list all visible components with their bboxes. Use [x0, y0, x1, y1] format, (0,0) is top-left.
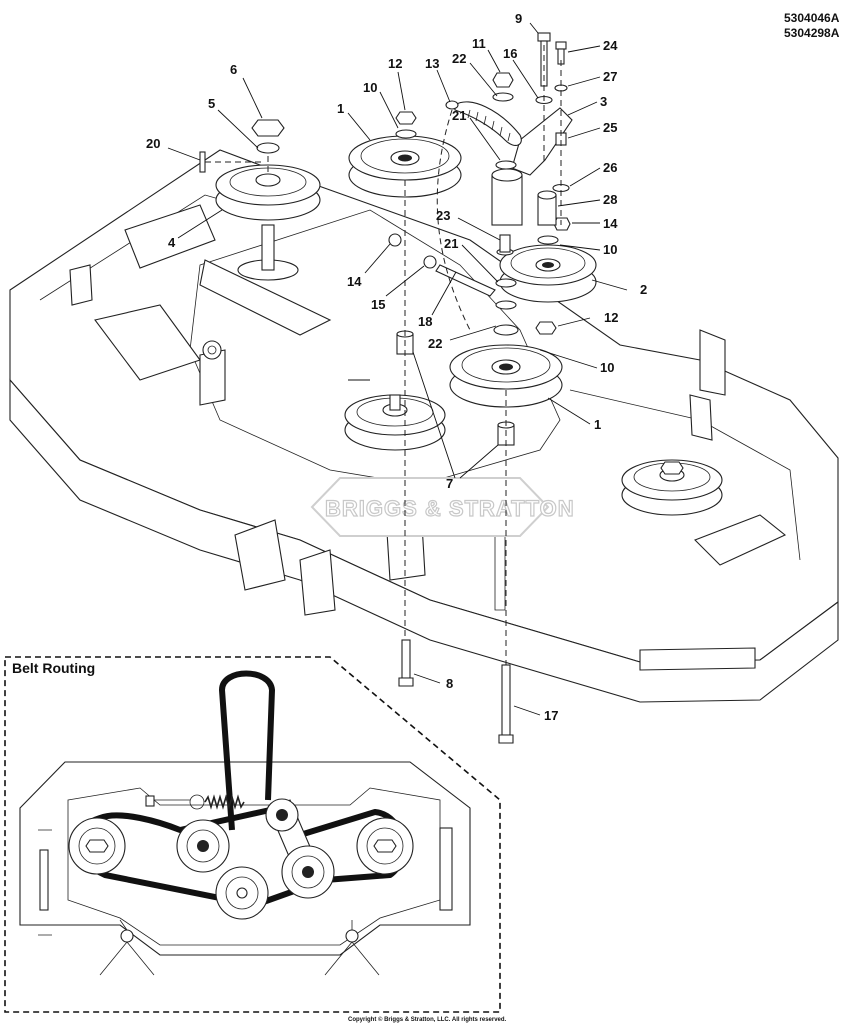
callout-12-lower: 12	[604, 310, 618, 325]
callout-numbers: 6 5 20 4 1 10 12 13 22 11 16 9 24 27 3 2…	[122, 11, 647, 723]
callout-10-lower: 10	[600, 360, 614, 375]
reference-number-1: 5304046A	[784, 11, 840, 25]
callout-24: 24	[603, 38, 618, 53]
inset-pulley-center-left	[176, 819, 230, 873]
inset-pulley-left	[68, 817, 126, 875]
inset-idler-arm	[265, 798, 335, 899]
callout-21-upper: 21	[452, 108, 466, 123]
inset-pulley-center	[215, 866, 269, 920]
callout-25: 25	[603, 120, 617, 135]
inset-pulley-right	[356, 817, 414, 875]
spindle-pulley-left	[215, 164, 321, 281]
spindle-pulley-right	[621, 459, 723, 516]
callout-2: 2	[640, 282, 647, 297]
callout-6: 6	[230, 62, 237, 77]
callout-1-upper: 1	[337, 101, 344, 116]
callout-28: 28	[603, 192, 617, 207]
callout-16: 16	[503, 46, 517, 61]
spindle-pulley-center	[344, 394, 446, 451]
assembly-alignment-lines	[404, 45, 562, 665]
callout-27: 27	[603, 69, 617, 84]
bolts-and-hardware	[388, 32, 570, 297]
brand-watermark: BRIGGS & STRATTON	[310, 477, 575, 537]
callout-21-lower: 21	[444, 236, 458, 251]
nut-and-washer	[199, 119, 285, 173]
inset-deck-hangers	[99, 919, 380, 976]
callout-23: 23	[436, 208, 450, 223]
callout-10-upper: 10	[363, 80, 377, 95]
callout-3: 3	[600, 94, 607, 109]
callout-7: 7	[446, 476, 453, 491]
idler-pulley-lower	[449, 278, 563, 408]
callout-4: 4	[168, 235, 176, 250]
inset-spring	[145, 794, 245, 810]
reference-number-2: 5304298A	[784, 26, 840, 40]
callout-22-lower: 22	[428, 336, 442, 351]
callout-11: 11	[472, 36, 486, 51]
callout-17: 17	[544, 708, 558, 723]
idler-pulley-upper	[348, 111, 462, 198]
callout-10-right: 10	[603, 242, 617, 257]
callout-9: 9	[515, 11, 522, 26]
callout-14-left: 14	[347, 274, 362, 289]
callout-20: 20	[146, 136, 160, 151]
callout-18: 18	[418, 314, 432, 329]
callout-13: 13	[425, 56, 439, 71]
callout-15: 15	[371, 297, 385, 312]
inset-title: Belt Routing	[12, 660, 95, 676]
idler-pulley-right	[499, 217, 597, 335]
callout-14-right: 14	[603, 216, 618, 231]
callout-5: 5	[208, 96, 215, 111]
idler-arm-assembly	[445, 72, 573, 226]
callout-26: 26	[603, 160, 617, 175]
callout-8: 8	[446, 676, 453, 691]
callout-12-upper: 12	[388, 56, 402, 71]
belt-routing-inset: Belt Routing	[4, 656, 501, 1013]
callout-22-upper: 22	[452, 51, 466, 66]
copyright-notice: Copyright © Briggs & Stratton, LLC. All …	[348, 1016, 507, 1023]
callout-1-lower: 1	[594, 417, 601, 432]
watermark-text: BRIGGS & STRATTON	[325, 496, 575, 521]
callout-leaders	[147, 22, 628, 725]
